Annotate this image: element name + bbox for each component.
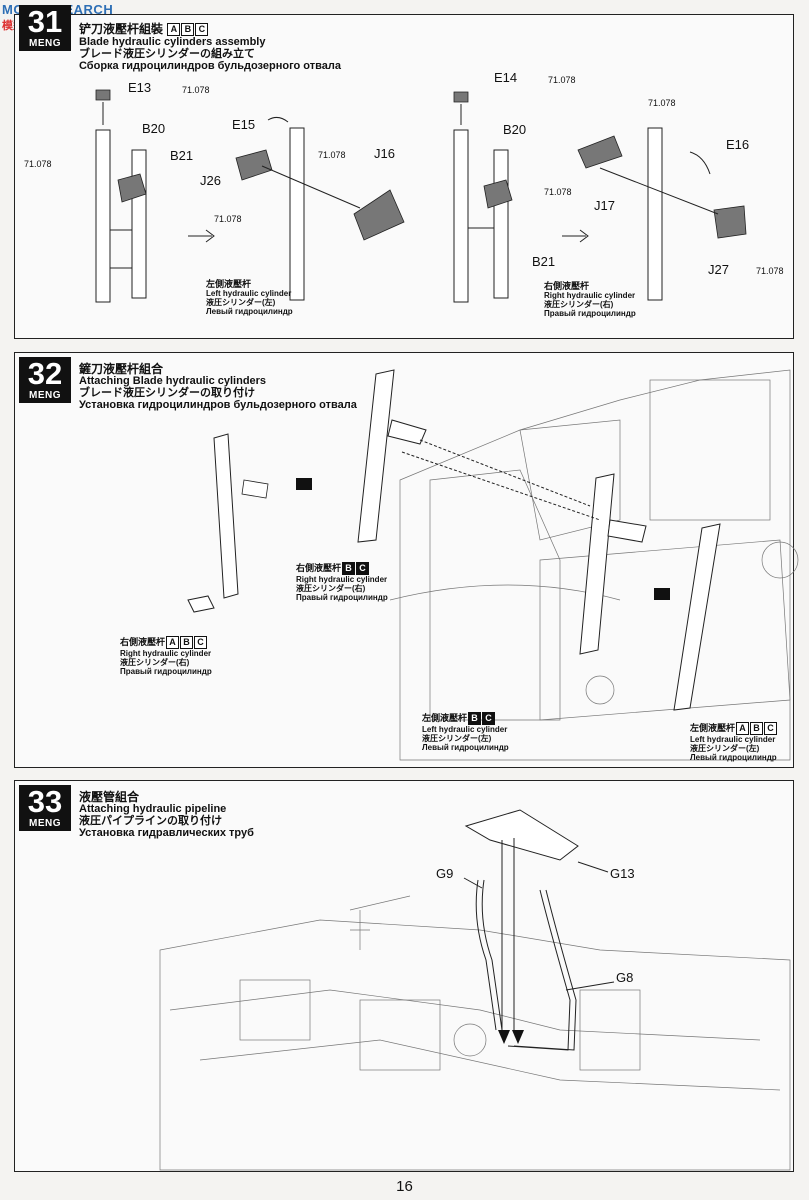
step33-drawing [159,809,791,1171]
step-number: 33 [27,784,63,819]
title-ru: Установка гидравлических труб [79,827,254,839]
title-jp: 液圧パイプラインの取り付け [79,815,222,827]
step-33-badge: 33 MENG [19,784,71,831]
version-b-icon: B [181,23,195,37]
step31-left-drawing [95,89,405,303]
paint-code: 71.078 [648,98,676,108]
paint-code: 71.078 [544,187,572,197]
part-label: B21 [170,148,194,163]
paint-code: 71.078 [548,75,576,85]
title-ru: Сборка гидроцилиндров бульдозерного отва… [79,60,341,73]
part-label: G9 [436,866,454,881]
step-33-panel: 33 MENG 液壓管組合 Attaching hydraulic pipeli… [14,780,794,1172]
step-31-badge: 31 MENG [19,4,71,51]
title-cn: 鏟刀液壓杆組合 [79,362,164,376]
version-c-icon: C [195,23,209,37]
paint-code: 71.078 [318,150,346,160]
title-en: Attaching hydraulic pipeline [79,803,227,815]
step-33-header: 液壓管組合 Attaching hydraulic pipeline 液圧パイプ… [79,791,254,839]
part-label: B21 [532,254,556,269]
title-jp: ブレード液圧シリンダーの組み立て [79,48,255,61]
version-a-icon: A [167,23,181,37]
title-jp: ブレード液圧シリンダーの取り付け [79,387,255,399]
part-label: E14 [494,70,518,85]
title-cn: 液壓管組合 [79,790,140,804]
brand-logo: MENG [29,390,61,401]
step32-drawing [187,369,799,761]
title-ru: Установка гидроцилиндров бульдозерного о… [79,399,357,411]
step-number: 31 [27,4,63,39]
step-number: 32 [27,356,63,391]
part-label: G13 [610,866,635,881]
part-label: G8 [616,970,634,985]
page-number: 16 [396,1178,413,1195]
step31-left-caption: 左側液壓杆 Left hydraulic cylinder 液圧シリンダー(左)… [206,279,293,317]
part-label: E15 [232,117,256,132]
part-label: B20 [142,121,166,136]
paint-code: 71.078 [756,266,784,276]
step-32-badge: 32 MENG [19,356,71,403]
part-label: E13 [128,80,152,95]
part-label: J16 [374,146,395,161]
part-label: J17 [594,198,615,213]
step31-right-drawing [453,91,747,303]
paint-code: 71.078 [24,159,52,169]
title-cn: 铲刀液壓杆組裝 [79,22,164,36]
step-32-header: 鏟刀液壓杆組合 Attaching Blade hydraulic cylind… [79,363,357,411]
paint-code: 71.078 [214,214,242,224]
part-label: B20 [503,122,527,137]
step-32-panel: 32 MENG 鏟刀液壓杆組合 Attaching Blade hydrauli… [14,352,794,768]
title-en: Blade hydraulic cylinders assembly [79,36,266,49]
part-label: J27 [708,262,729,277]
paint-code: 71.078 [182,85,210,95]
part-label: J26 [200,173,221,188]
step31-right-caption: 右側液壓杆 Right hydraulic cylinder 液圧シリンダー(右… [544,281,636,319]
part-label: E16 [726,137,750,152]
title-en: Attaching Blade hydraulic cylinders [79,375,267,387]
brand-logo: MENG [29,818,61,829]
brand-logo: MENG [29,38,61,49]
